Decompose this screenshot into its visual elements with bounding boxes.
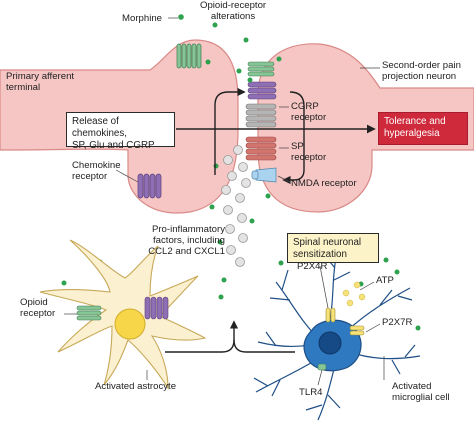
presynaptic-opioid-receptor (176, 43, 202, 69)
cgrp-receptor-shape (245, 103, 277, 128)
atp-molecules (342, 281, 366, 307)
signalling-loop (214, 87, 305, 185)
atp-label: ATP (376, 275, 394, 286)
sp-receptor-label: SP receptor (291, 141, 327, 163)
nmda-receptor-shape (251, 167, 277, 183)
p2x7r-shape (349, 325, 365, 336)
opioid-receptor-alterations-label: Opioid-receptor alterations (200, 0, 267, 22)
glia-to-synapse-arrows (165, 320, 295, 353)
activated-astrocyte-label: Activated astrocyte (95, 381, 177, 392)
vesicles (221, 145, 251, 267)
chemokine-receptor (137, 173, 162, 199)
release-box: Release of chemokines, SP, Glu and CGRP (66, 112, 175, 151)
tolerance-box: Tolerance and hyperalgesia (378, 112, 468, 145)
astrocyte-opioid-receptor (76, 305, 102, 321)
primary-afferent-terminal-label: Primary afferent terminal (6, 71, 75, 93)
p2x7r-label: P2X7R (382, 317, 413, 328)
astrocyte-chemokine-receptor (144, 296, 169, 320)
cgrp-receptor-label: CGRP receptor (291, 101, 327, 123)
pro-inflammatory-label: Pro-inflammatory factors, including CCL2… (148, 224, 225, 257)
p2x4r-label: P2X4R (297, 261, 328, 272)
opioid-receptor-label: Opioid receptor (20, 297, 56, 319)
chemokine-receptor-label: Chemokine receptor (72, 160, 121, 182)
tlr4-shape (317, 363, 327, 371)
nmda-receptor-label: NMDA receptor (291, 178, 357, 189)
p2x4r-shape (325, 307, 336, 323)
tlr4-label: TLR4 (299, 387, 323, 398)
activated-microglial-label: Activated microglial cell (392, 381, 450, 403)
morphine-label: Morphine (122, 13, 162, 24)
second-order-neuron-label: Second-order pain projection neuron (382, 60, 461, 82)
microglia-body (303, 319, 362, 372)
activated-microglial-cell (253, 255, 421, 421)
leader-lines (64, 17, 385, 386)
postsynaptic-purple-receptor (247, 81, 277, 100)
sp-receptor-shape (245, 136, 277, 161)
spinal-sensitization-box: Spinal neuronal sensitization (287, 233, 379, 263)
activated-astrocyte (39, 239, 207, 390)
postsynaptic-opioid-receptor (247, 61, 275, 77)
